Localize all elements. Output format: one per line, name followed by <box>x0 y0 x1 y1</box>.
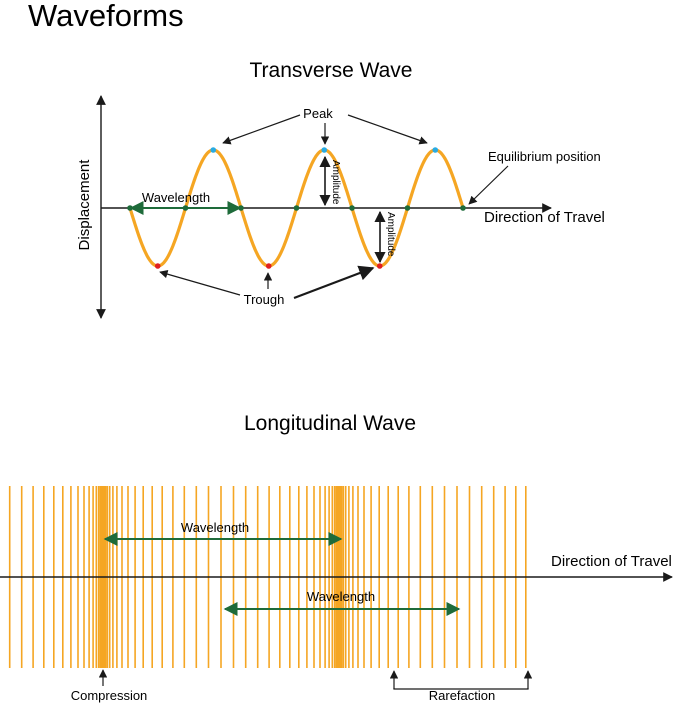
peak-dot <box>432 147 439 153</box>
direction-of-travel-label: Direction of Travel <box>484 209 605 226</box>
peak-label: Peak <box>303 106 333 121</box>
peak-dot <box>321 147 328 153</box>
transverse-title: Transverse Wave <box>250 59 413 82</box>
transverse-wave-section: Transverse Wave Displacement Direction o… <box>76 59 605 319</box>
trough-arrow-left <box>159 270 241 296</box>
equilibrium-node-dot <box>460 205 466 211</box>
displacement-label: Displacement <box>76 159 93 251</box>
equilibrium-arrow <box>468 165 509 205</box>
amplitude-label-down: Amplitude <box>385 212 396 257</box>
peak-arrow-right <box>347 114 428 145</box>
longitudinal-wavelength-label-1: Wavelength <box>181 520 249 535</box>
longitudinal-wavelength-label-2: Wavelength <box>307 589 375 604</box>
rarefaction-label: Rarefaction <box>429 688 495 703</box>
equilibrium-node-dot <box>349 205 355 211</box>
amplitude-label-up: Amplitude <box>330 160 341 205</box>
transverse-wavelength-label: Wavelength <box>142 190 210 205</box>
trough-dot <box>376 263 383 269</box>
trough-arrow-right <box>293 265 375 300</box>
longitudinal-direction-label: Direction of Travel <box>551 553 672 570</box>
equilibrium-node-dot <box>404 205 411 211</box>
page-title: Waveforms <box>28 0 184 33</box>
longitudinal-title: Longitudinal Wave <box>244 412 416 435</box>
compression-label: Compression <box>71 688 148 703</box>
trough-label: Trough <box>244 292 285 307</box>
peak-arrow-left <box>222 114 301 145</box>
equilibrium-node-dot <box>293 205 300 211</box>
trough-dot <box>154 263 161 269</box>
trough-dots <box>154 263 383 269</box>
peak-dots <box>210 147 439 153</box>
longitudinal-wave-section: Longitudinal Wave Direction of Travel Wa… <box>0 412 673 703</box>
equilibrium-label: Equilibrium position <box>488 149 601 164</box>
peak-dot <box>210 147 217 153</box>
trough-dot <box>265 263 272 269</box>
